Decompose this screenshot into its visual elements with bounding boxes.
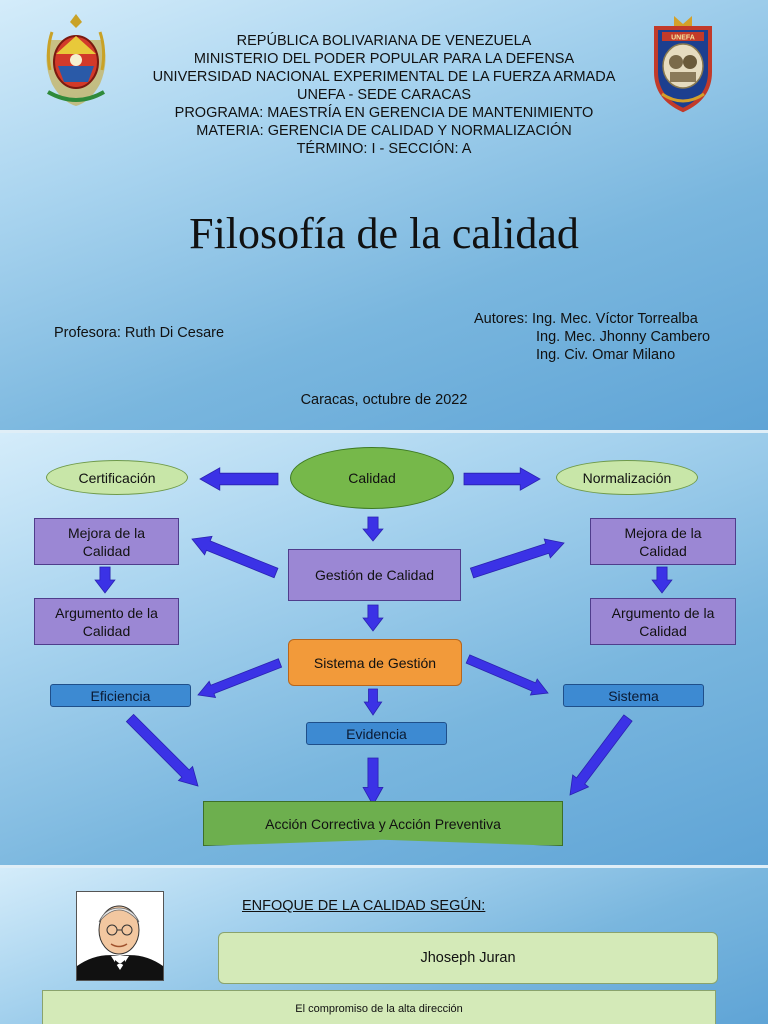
author-line: Autores: Ing. Mec. Víctor Torrealba — [474, 311, 698, 327]
node-argumento-right: Argumento de la Calidad — [590, 598, 736, 645]
arrow-mejora-argumento-left — [94, 566, 116, 594]
presentation-title: Filosofía de la calidad — [189, 209, 579, 258]
node-evidencia: Evidencia — [306, 722, 447, 745]
author-line: Ing. Civ. Omar Milano — [536, 347, 676, 363]
header-line: MATERIA: GERENCIA DE CALIDAD Y NORMALIZA… — [196, 123, 572, 139]
arrow-sistemagestion-eficiencia — [197, 658, 283, 698]
unefa-logo-text: UNEFA — [671, 35, 695, 42]
node-calidad: Calidad — [290, 447, 454, 509]
juran-portrait-image — [76, 891, 164, 981]
author-line: Ing. Mec. Jhonny Cambero — [536, 329, 711, 345]
place-and-date: Caracas, octubre de 2022 — [300, 392, 468, 408]
concept-map-slide: Calidad Certificación Normalización Mejo… — [0, 433, 768, 865]
venezuela-coat-of-arms-logo — [46, 14, 106, 106]
arrow-gestion-mejora-left — [191, 535, 279, 579]
arrow-gestion-sistema-gestion — [362, 604, 384, 632]
arrow-calidad-certificacion — [199, 467, 279, 491]
arrow-sistema-accion — [569, 714, 633, 796]
header-line: UNEFA - SEDE CARACAS — [296, 87, 472, 103]
node-gestion-calidad: Gestión de Calidad — [288, 549, 461, 601]
arrow-sistemagestion-sistema — [465, 654, 549, 696]
header-line: UNIVERSIDAD NACIONAL EXPERIMENTAL DE LA … — [152, 69, 616, 85]
arrow-eficiencia-accion — [125, 713, 199, 787]
diagram-arrows — [94, 467, 673, 806]
enfoque-slide: ENFOQUE DE LA CALIDAD SEGÚN: Jhoseph Jur… — [0, 868, 768, 1024]
juran-box: Jhoseph Juran — [218, 932, 718, 984]
enfoque-heading: ENFOQUE DE LA CALIDAD SEGÚN: — [242, 898, 486, 914]
node-eficiencia: Eficiencia — [50, 684, 191, 707]
unefa-shield-logo: UNEFA — [654, 16, 712, 113]
node-mejora-right: Mejora de la Calidad — [590, 518, 736, 565]
title-slide: REPÚBLICA BOLIVARIANA DE VENEZUELA MINIS… — [0, 0, 768, 430]
node-normalizacion: Normalización — [556, 460, 698, 495]
arrow-sistemagestion-evidencia — [363, 688, 383, 716]
header-line: PROGRAMA: MAESTRÍA EN GERENCIA DE MANTEN… — [174, 105, 594, 121]
arrow-evidencia-accion — [362, 757, 384, 806]
header-line: REPÚBLICA BOLIVARIANA DE VENEZUELA — [236, 33, 532, 49]
node-mejora-left: Mejora de la Calidad — [34, 518, 179, 565]
authors-block: Autores: Ing. Mec. Víctor Torrealba Ing.… — [474, 310, 710, 364]
header-line: TÉRMINO: I - SECCIÓN: A — [296, 141, 472, 157]
institution-header: REPÚBLICA BOLIVARIANA DE VENEZUELA MINIS… — [110, 32, 658, 158]
arrow-calidad-normalizacion — [463, 467, 541, 491]
node-accion-correctiva: Acción Correctiva y Acción Preventiva — [203, 801, 563, 846]
node-argumento-left: Argumento de la Calidad — [34, 598, 179, 645]
node-certificacion: Certificación — [46, 460, 188, 495]
node-sistema-gestion: Sistema de Gestión — [288, 639, 462, 686]
header-line: MINISTERIO DEL PODER POPULAR PARA LA DEF… — [193, 51, 575, 67]
arrow-mejora-argumento-right — [651, 566, 673, 594]
node-sistema: Sistema — [563, 684, 704, 707]
arrow-calidad-gestion — [362, 516, 384, 542]
professor-name: Profesora: Ruth Di Cesare — [54, 325, 225, 341]
arrow-gestion-mejora-right — [469, 538, 565, 579]
compromiso-box: El compromiso de la alta dirección — [42, 990, 716, 1024]
